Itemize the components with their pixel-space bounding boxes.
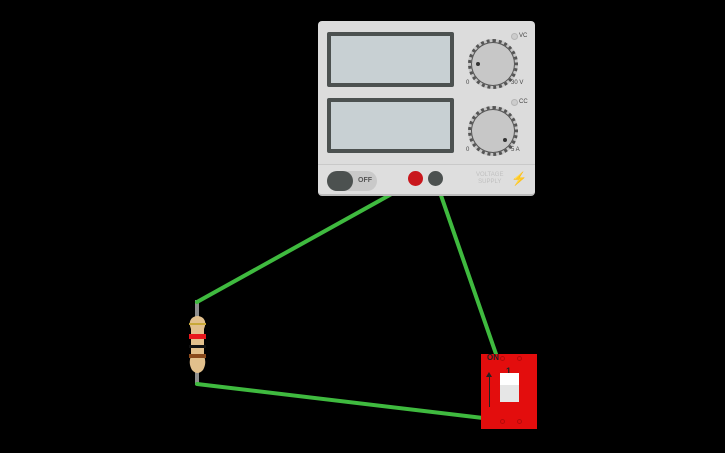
knob-indicator-dot (476, 62, 480, 66)
resistor-band-3 (189, 345, 206, 348)
pin-hole (500, 356, 505, 361)
switch-position-label: 1 (506, 366, 512, 376)
resistor[interactable] (188, 316, 207, 374)
switch-slot[interactable] (500, 373, 519, 402)
cc-led-indicator (511, 99, 518, 106)
vc-led-indicator (511, 33, 518, 40)
pin-hole (517, 419, 522, 424)
current-min-label: 0 (466, 147, 470, 153)
current-display (327, 98, 454, 153)
power-supply[interactable]: VC 0 30 V CC 0 5 A OFF VOLTAGE SUPPLY ⚡ (318, 21, 535, 196)
brand-label: VOLTAGE SUPPLY (476, 172, 503, 186)
resistor-band-4 (189, 354, 206, 358)
dip-switch[interactable]: ON 1 (481, 354, 537, 429)
power-toggle-switch[interactable]: OFF (327, 171, 377, 191)
wire-psu-positive-to-resistor[interactable] (195, 179, 417, 304)
current-knob[interactable] (468, 106, 518, 156)
toggle-thumb (327, 171, 353, 191)
brand-line-2: SUPPLY (478, 179, 502, 185)
resistor-band-2 (189, 334, 206, 339)
switch-actuator[interactable] (500, 373, 519, 385)
resistor-body (189, 316, 206, 373)
negative-terminal[interactable] (428, 171, 443, 186)
knob-indicator-dot (503, 138, 507, 142)
power-state-label: OFF (358, 177, 372, 184)
wire-resistor-to-dip-switch[interactable] (195, 382, 485, 420)
voltage-max-label: 30 V (511, 80, 524, 86)
resistor-band-1 (189, 323, 206, 325)
voltage-display (327, 32, 454, 87)
on-direction-arrow-icon (486, 372, 492, 407)
cc-label: CC (519, 99, 528, 105)
voltage-knob[interactable] (468, 39, 518, 89)
vc-label: VC (519, 33, 528, 39)
brand-line-1: VOLTAGE (476, 172, 504, 178)
pin-hole (500, 419, 505, 424)
on-label: ON (487, 353, 499, 362)
current-max-label: 5 A (511, 147, 520, 153)
pin-hole (517, 356, 522, 361)
voltage-min-label: 0 (466, 80, 470, 86)
wire-psu-negative-to-dip-switch[interactable] (434, 179, 498, 356)
positive-terminal[interactable] (408, 171, 423, 186)
lightning-bolt-icon: ⚡ (511, 171, 528, 186)
